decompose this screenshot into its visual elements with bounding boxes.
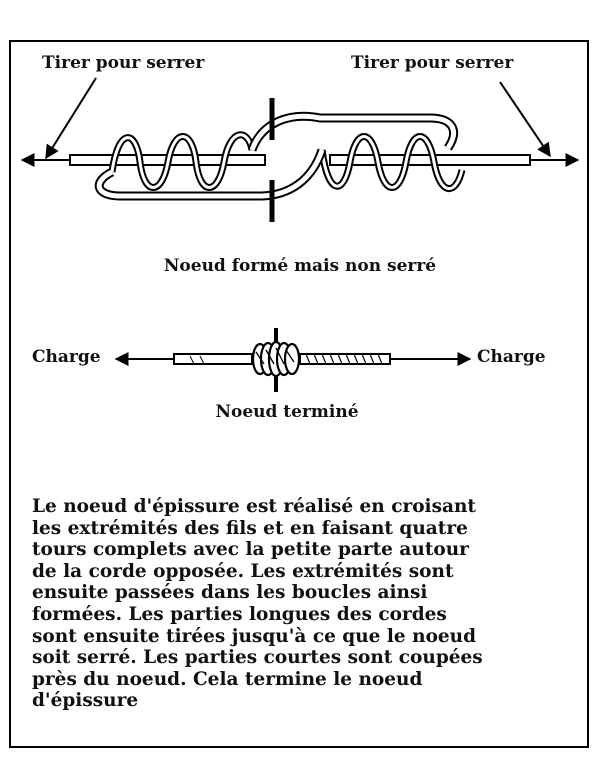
description-line: sont ensuite tirées jusqu'à ce que le no…	[32, 625, 477, 647]
description-line: près du noeud. Cela termine le noeud	[32, 668, 423, 690]
description-line: d'épissure	[32, 690, 139, 712]
description-line: de la corde opposée. Les extrémités sont	[32, 560, 454, 582]
load-label-right: Charge	[477, 347, 546, 367]
description-line: tours complets avec la petite parte auto…	[32, 539, 469, 561]
description-line: les extrémités des fils et en faisant qu…	[32, 517, 468, 539]
caption-finished-knot: Noeud terminé	[215, 402, 359, 422]
diagram-frame	[9, 40, 589, 748]
load-label-left: Charge	[32, 347, 101, 367]
finished-knot-drawing	[114, 328, 472, 392]
description-line: soit serré. Les parties courtes sont cou…	[32, 647, 483, 669]
pull-arrow-left-pointer	[45, 77, 97, 160]
description-line: Le noeud d'épissure est réalisé en crois…	[32, 496, 476, 517]
description-text: Le noeud d'épissure est réalisé en crois…	[32, 496, 572, 712]
pull-label-left: Tirer pour serrer	[42, 53, 205, 73]
pull-label-right: Tirer pour serrer	[351, 53, 514, 73]
pull-arrow-right-pointer	[499, 81, 551, 158]
loose-knot-drawing	[20, 77, 580, 222]
description-line: formées. Les parties longues des cordes	[32, 603, 447, 625]
description-line: ensuite passées dans les boucles ainsi	[32, 582, 428, 604]
caption-loose-knot: Noeud formé mais non serré	[163, 256, 437, 276]
